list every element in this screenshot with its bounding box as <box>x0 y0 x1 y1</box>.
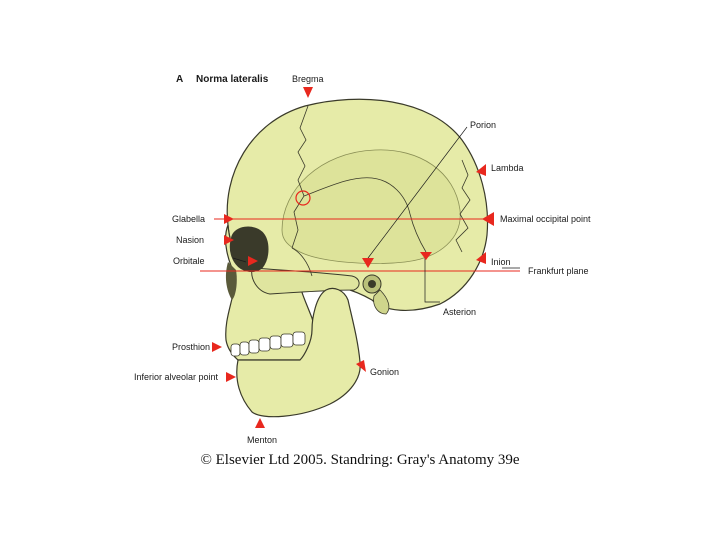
label-asterion: Asterion <box>443 307 476 318</box>
label-inferior-alveolar-point: Inferior alveolar point <box>134 372 218 383</box>
label-porion: Porion <box>470 120 496 131</box>
label-bregma: Bregma <box>292 74 324 85</box>
label-prosthion: Prosthion <box>172 342 210 353</box>
copyright-caption: © Elsevier Ltd 2005. Standring: Gray's A… <box>0 452 720 469</box>
panel-letter: A <box>176 74 183 85</box>
label-frankfurt-plane: Frankfurt plane <box>528 266 589 277</box>
label-lambda: Lambda <box>491 163 524 174</box>
inferior-alveolar-arrow <box>226 372 236 382</box>
label-nasion: Nasion <box>176 235 204 246</box>
menton-arrow <box>255 418 265 428</box>
figure-title: Norma lateralis <box>196 74 268 85</box>
bregma-arrow <box>303 87 313 98</box>
prosthion-arrow <box>212 342 222 352</box>
label-maximal-occipital-point: Maximal occipital point <box>500 214 591 225</box>
label-glabella: Glabella <box>172 214 205 225</box>
label-inion: Inion <box>491 257 511 268</box>
label-orbitale: Orbitale <box>173 256 205 267</box>
label-menton: Menton <box>247 435 277 446</box>
label-gonion: Gonion <box>370 367 399 378</box>
